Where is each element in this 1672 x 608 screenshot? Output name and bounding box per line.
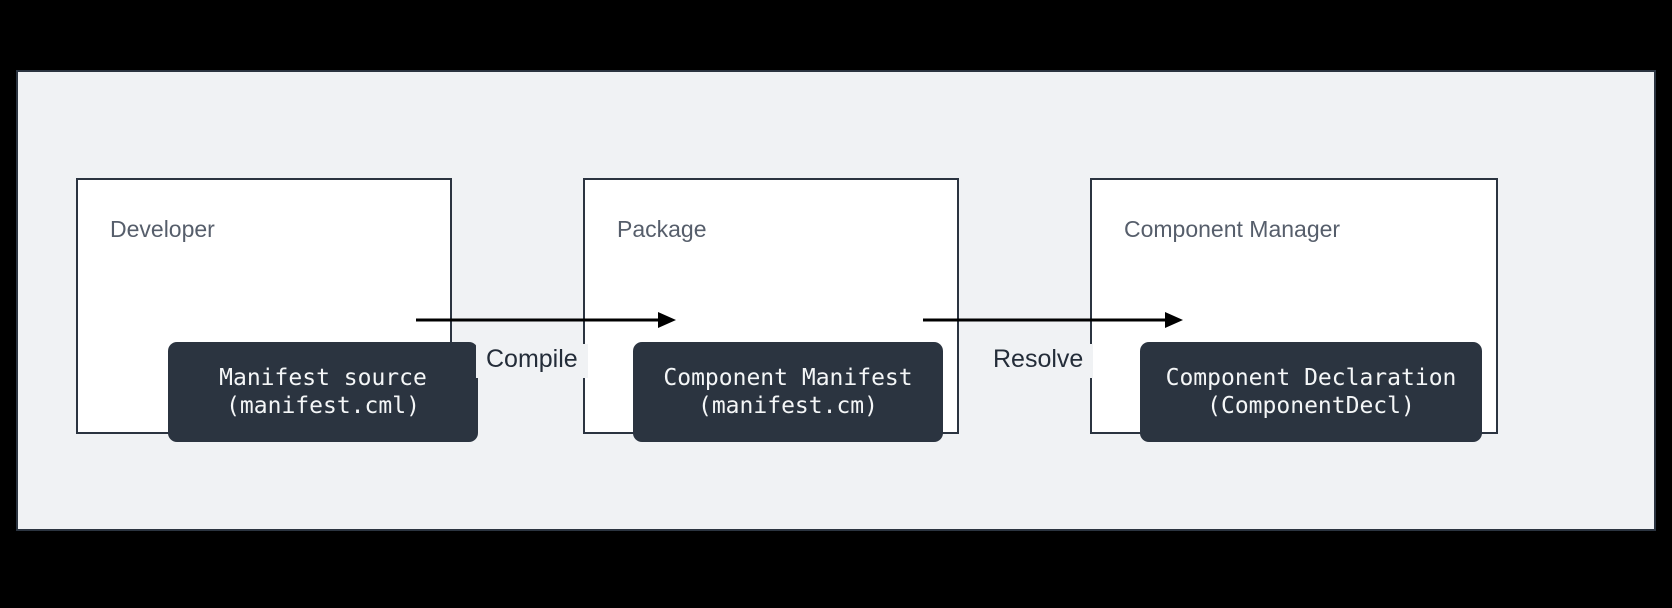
artifact-manifest-source-line1: Manifest source (219, 364, 427, 391)
artifact-manifest-source: Manifest source (manifest.cml) (168, 342, 478, 442)
group-title-developer: Developer (110, 216, 215, 242)
group-title-component-manager: Component Manager (1124, 216, 1341, 242)
diagram-canvas: Developer Manifest source (manifest.cml)… (16, 70, 1656, 531)
artifact-component-manifest-line2: (manifest.cm) (697, 393, 878, 419)
artifact-component-manifest: Component Manifest (manifest.cm) (633, 342, 943, 442)
artifact-component-declaration-line1: Component Declaration (1165, 364, 1457, 391)
artifact-component-manifest-line1: Component Manifest (663, 364, 913, 391)
group-package: Package Component Manifest (manifest.cm) (583, 178, 959, 442)
artifact-component-declaration: Component Declaration (ComponentDecl) (1140, 342, 1482, 442)
group-title-package: Package (617, 216, 707, 242)
artifact-component-declaration-line2: (ComponentDecl) (1207, 393, 1415, 419)
connector-label-resolve: Resolve (983, 344, 1094, 378)
group-developer: Developer Manifest source (manifest.cml) (76, 178, 478, 442)
artifact-manifest-source-line2: (manifest.cml) (226, 393, 420, 419)
group-component-manager: Component Manager Component Declaration … (1090, 178, 1498, 442)
connector-label-compile: Compile (476, 344, 588, 378)
